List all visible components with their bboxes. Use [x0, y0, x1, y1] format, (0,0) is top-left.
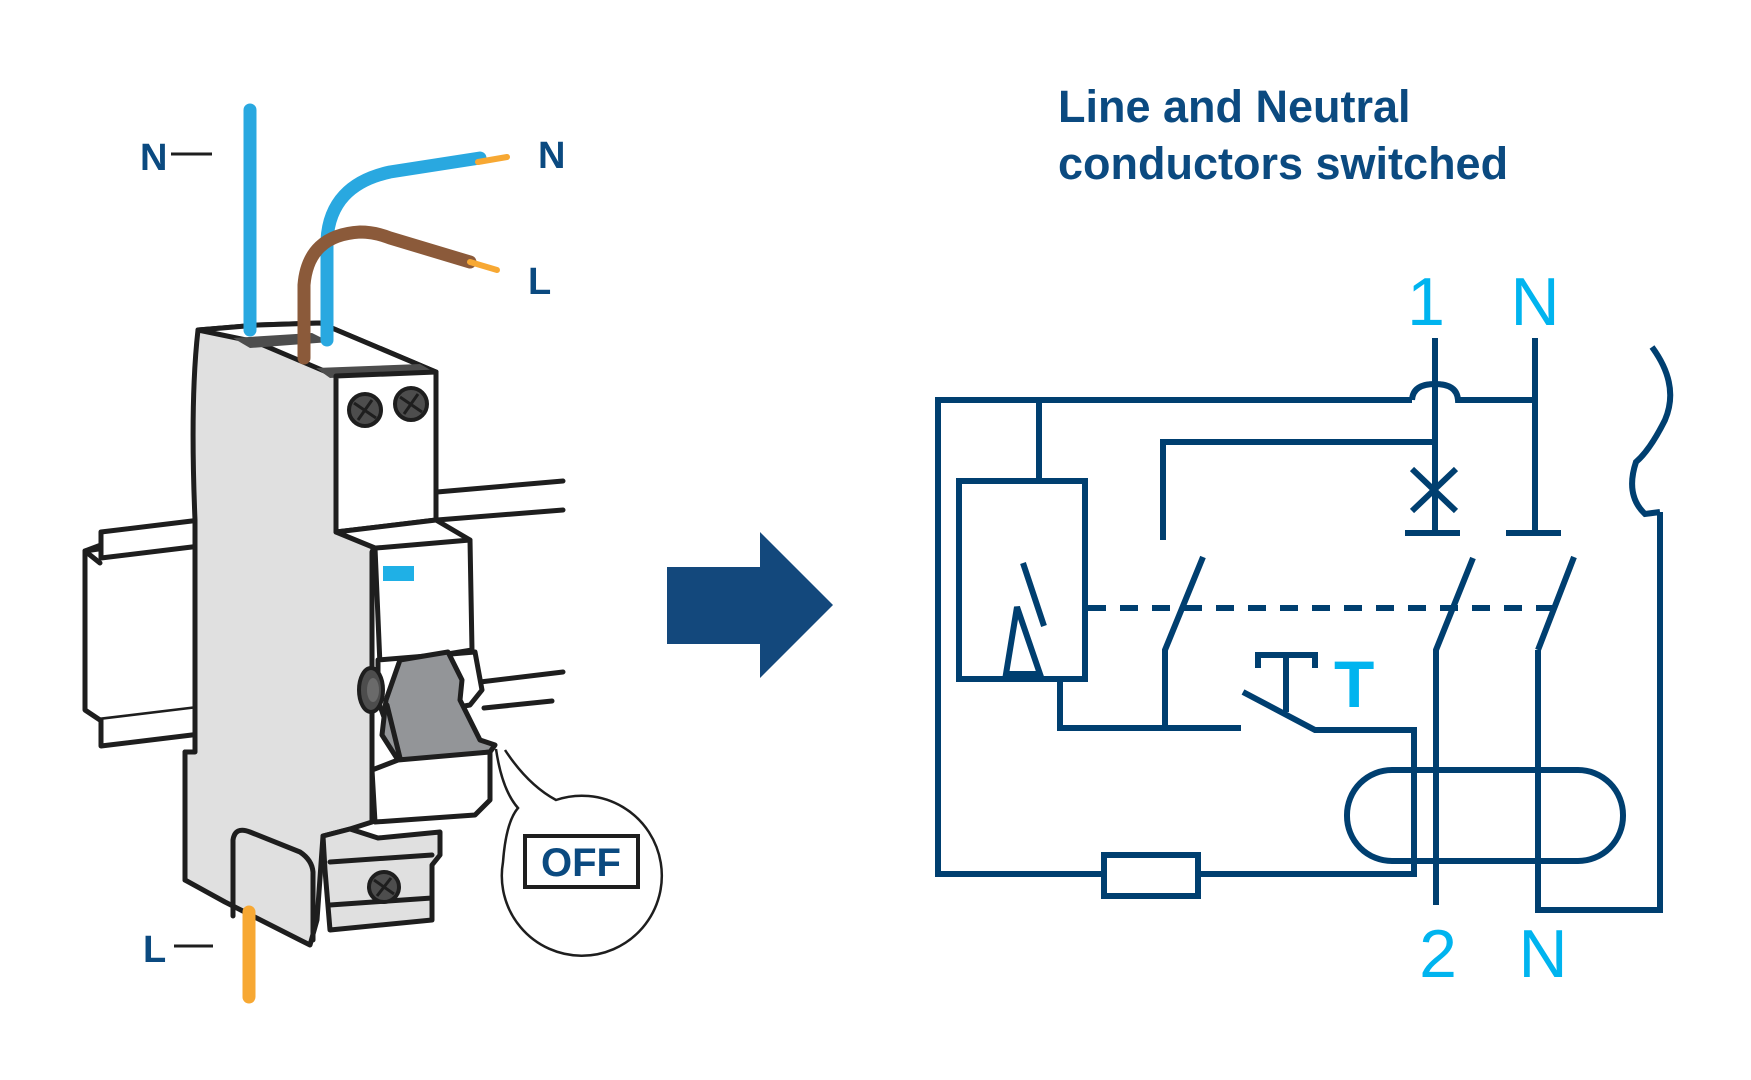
switch-contact-1	[1162, 555, 1206, 728]
schematic-diagram: T 1 N 2 N	[935, 264, 1674, 992]
trip-indicator	[383, 566, 414, 581]
rcbo-device-illustration: N N L L OFF	[82, 103, 664, 1004]
lower-front-panel	[369, 749, 493, 825]
terminal-label-n-bottom: N	[1518, 916, 1567, 992]
terminal-label-n-top: N	[1510, 264, 1559, 340]
schematic-wire-crossover	[1409, 380, 1538, 403]
wire-label-neutral-in: N	[140, 137, 167, 179]
wire-label-line-out: L	[528, 261, 551, 303]
title-line-1: Line and Neutral	[1058, 81, 1411, 132]
terminal-label-1: 1	[1407, 264, 1445, 340]
neutral-wire-out	[320, 151, 487, 347]
wire-label-line-in: L	[143, 929, 166, 971]
schematic-wire-sensing-loop	[935, 397, 1412, 877]
switch-contact-line	[1433, 556, 1476, 905]
screw-icon	[393, 386, 429, 422]
wire-label-neutral-out: N	[538, 135, 565, 177]
relay-symbol-icon	[1002, 562, 1047, 677]
trip-relay-box	[956, 478, 1088, 682]
title-line-2: conductors switched	[1058, 138, 1509, 189]
din-rail-left	[82, 517, 203, 749]
test-button-symbol	[1255, 652, 1318, 712]
din-rail-right	[434, 478, 566, 711]
circuit-breaker-cross-icon	[1409, 466, 1459, 514]
test-resistor	[1101, 852, 1201, 899]
screw-icon	[367, 870, 401, 904]
terminal-label-2: 2	[1419, 916, 1457, 992]
switch-contact-neutral	[1535, 555, 1577, 652]
schematic-wire-test-circuit	[1198, 689, 1417, 877]
off-label-text: OFF	[541, 841, 621, 885]
arrow-right-icon	[667, 532, 833, 678]
diagram-title: Line and Neutral conductors switched	[1058, 78, 1508, 192]
line-wire-out	[297, 225, 477, 365]
off-label-box	[523, 834, 640, 889]
current-transformer-toroid	[1344, 767, 1626, 864]
wires	[242, 103, 510, 1004]
off-callout: OFF	[494, 748, 664, 957]
screw-icon	[347, 392, 383, 428]
toggle-handle	[357, 649, 498, 763]
housing-break-line	[1629, 345, 1674, 518]
test-button-label: T	[1334, 647, 1374, 721]
